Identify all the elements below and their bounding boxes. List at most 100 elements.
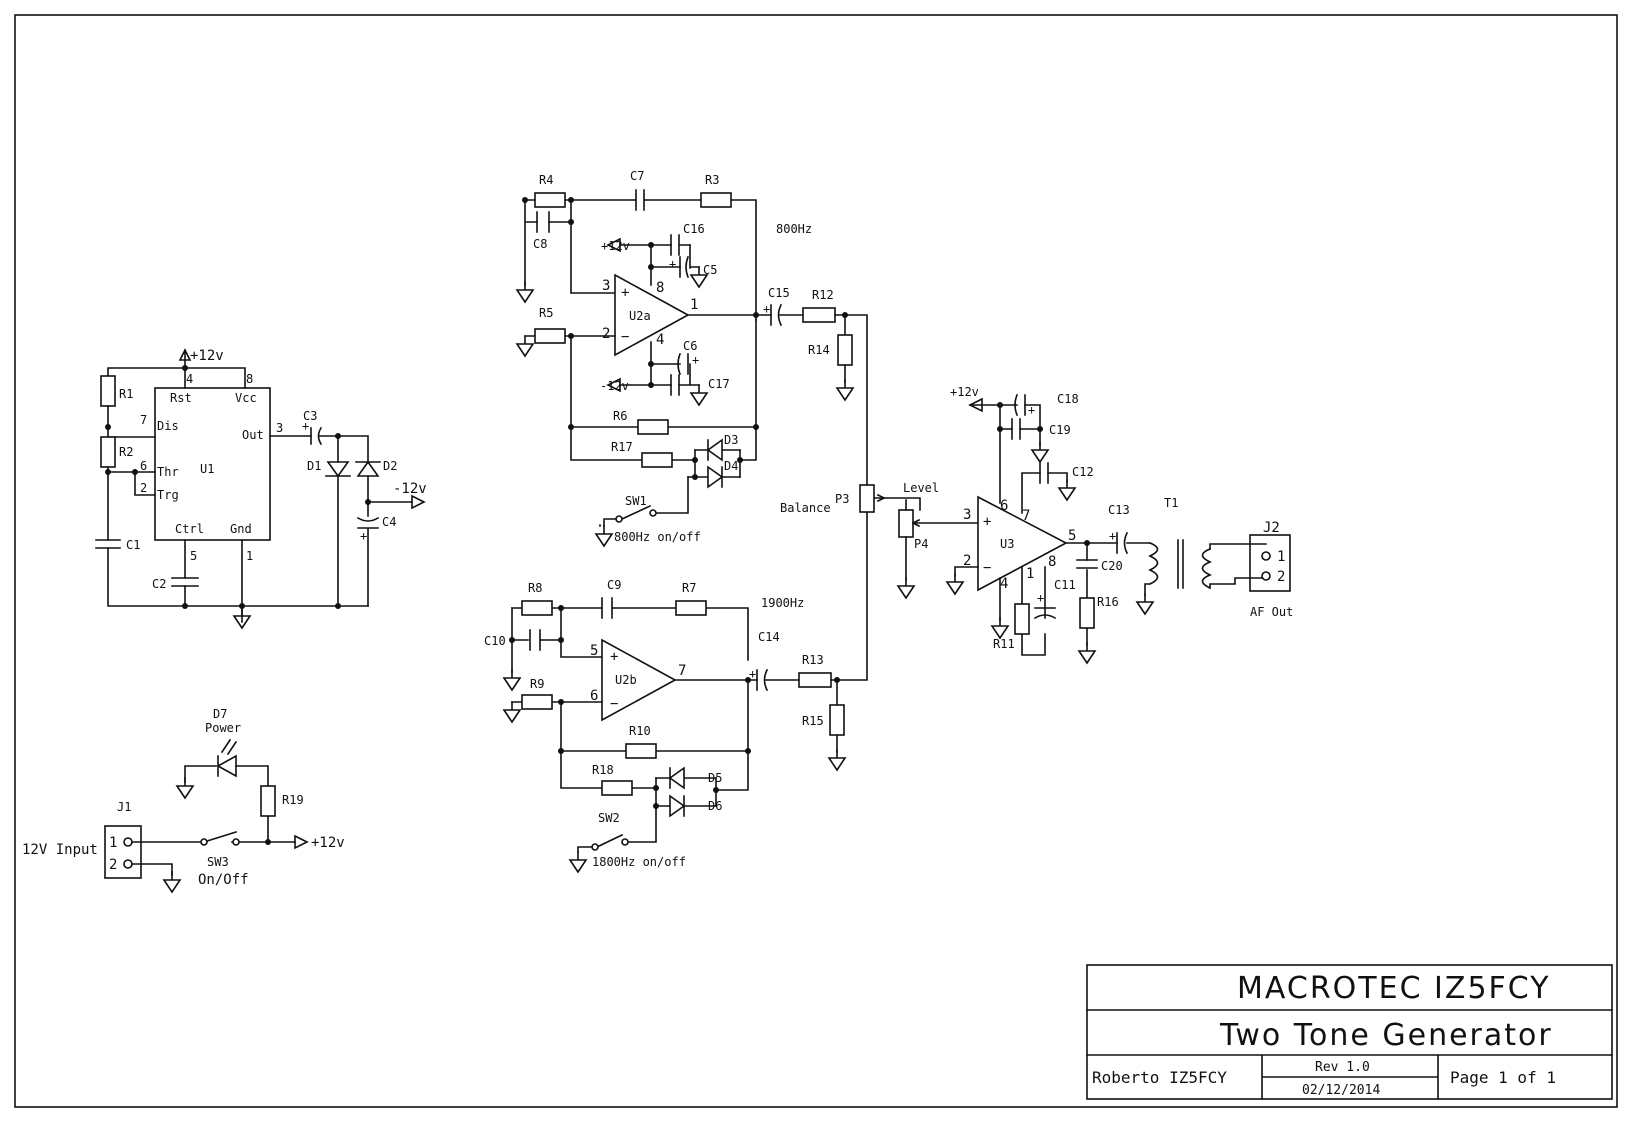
c7-label: C7 bbox=[630, 169, 644, 183]
p4-label: P4 bbox=[914, 537, 928, 551]
ne555-chip-u1 bbox=[154, 387, 271, 541]
r2-label: R2 bbox=[119, 445, 133, 459]
d5-diode bbox=[655, 766, 717, 790]
r8-resistor bbox=[521, 600, 553, 616]
c19-capacitor bbox=[1011, 418, 1021, 440]
title-drawing: Two Tone Generator bbox=[1219, 1018, 1553, 1053]
c17-label: C17 bbox=[708, 377, 730, 391]
c11-label: C11 bbox=[1054, 578, 1076, 592]
sheet-border bbox=[14, 14, 1618, 1108]
c14-capacitor bbox=[756, 668, 769, 692]
pos12-arrow-u1 bbox=[178, 348, 192, 361]
svg-text:+: + bbox=[302, 419, 309, 433]
u2a-opamp bbox=[614, 273, 690, 357]
c8-label: C8 bbox=[533, 237, 547, 251]
c6-label: C6 bbox=[683, 339, 697, 353]
output-amplifier: P3 Balance P4 Level + − U3 3 2 5 6 7 4 1… bbox=[780, 385, 1293, 664]
u1-pin-thr: Thr bbox=[157, 465, 179, 479]
c11-capacitor bbox=[1033, 607, 1057, 620]
j1-label: J1 bbox=[117, 800, 131, 814]
u2b-pin-plus-num: 5 bbox=[590, 643, 598, 659]
u1-pinnum-7: 7 bbox=[140, 413, 147, 427]
sw1-note: 800Hz on/off bbox=[614, 530, 701, 544]
u2a-pos12-arrow bbox=[606, 237, 621, 253]
u2b-designator: U2b bbox=[615, 673, 637, 687]
ne555-oscillator: U1 Rst Vcc Dis Thr Trg Out Ctrl Gnd 4 8 … bbox=[95, 348, 427, 629]
u1-pin-ctrl: Ctrl bbox=[175, 522, 204, 536]
svg-text:+: + bbox=[610, 649, 618, 665]
r1-label: R1 bbox=[119, 387, 133, 401]
c10-label: C10 bbox=[484, 634, 506, 648]
r4-label: R4 bbox=[539, 173, 553, 187]
u3-pin-plus-num: 3 bbox=[963, 507, 971, 523]
u1-pin-out: Out bbox=[242, 428, 264, 442]
u1-pinnum-4: 4 bbox=[186, 372, 193, 386]
c20-label: C20 bbox=[1101, 559, 1123, 573]
u3-pin-4-num: 4 bbox=[1000, 576, 1008, 592]
u2a-pin-minus-num: 2 bbox=[602, 326, 610, 342]
sw2-note: 1800Hz on/off bbox=[592, 855, 686, 869]
r6-resistor bbox=[637, 419, 669, 435]
u2a-pin-vn-num: 4 bbox=[656, 332, 664, 348]
r8-label: R8 bbox=[528, 581, 542, 595]
u2b-pin-out-num: 7 bbox=[678, 663, 686, 679]
r5-resistor bbox=[534, 328, 566, 344]
d1-diode bbox=[325, 461, 351, 607]
u3-pin-out-num: 5 bbox=[1068, 528, 1076, 544]
d4-diode bbox=[694, 465, 741, 489]
sw3-label: SW3 bbox=[207, 855, 229, 869]
title-page: Page 1 of 1 bbox=[1450, 1068, 1556, 1087]
d7-led bbox=[216, 754, 237, 778]
c2-capacitor bbox=[171, 577, 199, 587]
u3-pos12-label: +12v bbox=[950, 385, 979, 399]
c2-label: C2 bbox=[152, 577, 166, 591]
t1-label: T1 bbox=[1164, 496, 1178, 510]
r11-resistor bbox=[1014, 603, 1030, 635]
c17-capacitor bbox=[670, 374, 680, 396]
c10-capacitor bbox=[529, 629, 541, 651]
p3-label: P3 bbox=[835, 492, 849, 506]
r19-resistor bbox=[260, 785, 276, 817]
svg-text:+: + bbox=[621, 285, 629, 301]
p3-potentiometer bbox=[859, 484, 875, 513]
c13-label: C13 bbox=[1108, 503, 1130, 517]
c16-label: C16 bbox=[683, 222, 705, 236]
svg-text:−: − bbox=[610, 696, 618, 712]
c15-capacitor bbox=[770, 303, 783, 327]
freq-800-note: 800Hz bbox=[776, 222, 812, 236]
r6-label: R6 bbox=[613, 409, 627, 423]
u1-designator: U1 bbox=[200, 462, 214, 476]
sw2-label: SW2 bbox=[598, 811, 620, 825]
c5-capacitor bbox=[679, 255, 690, 279]
j2-label: J2 bbox=[1263, 520, 1280, 536]
c15-label: C15 bbox=[768, 286, 790, 300]
power-input-section: J1 1 2 12V Input SW3 On/Off R19 D7 Power… bbox=[22, 707, 345, 893]
r5-label: R5 bbox=[539, 306, 553, 320]
svg-text:+: + bbox=[1028, 403, 1035, 417]
u1-pinnum-3: 3 bbox=[276, 421, 283, 435]
c1-label: C1 bbox=[126, 538, 140, 552]
r7-label: R7 bbox=[682, 581, 696, 595]
r11-label: R11 bbox=[993, 637, 1015, 651]
r10-resistor bbox=[625, 743, 657, 759]
r12-resistor bbox=[802, 307, 836, 323]
d6-diode bbox=[655, 794, 717, 818]
input-pos12-label: +12v bbox=[311, 835, 345, 851]
level-label: Level bbox=[903, 481, 939, 495]
j1-connector bbox=[104, 825, 142, 879]
c7-capacitor bbox=[635, 189, 645, 211]
r4-resistor bbox=[534, 192, 566, 208]
r19-label: R19 bbox=[282, 793, 304, 807]
c5-label: C5 bbox=[703, 263, 717, 277]
pos12-arrow-input bbox=[294, 834, 309, 850]
r18-resistor bbox=[601, 780, 633, 796]
u2a-designator: U2a bbox=[629, 309, 651, 323]
d3-diode bbox=[694, 438, 741, 462]
balance-label: Balance bbox=[780, 501, 831, 515]
c16-capacitor bbox=[670, 234, 691, 256]
r7-resistor bbox=[675, 600, 707, 616]
r16-label: R16 bbox=[1097, 595, 1119, 609]
d5-label: D5 bbox=[708, 771, 722, 785]
power-label: Power bbox=[205, 721, 241, 735]
u1-pin-gnd: Gnd bbox=[230, 522, 252, 536]
